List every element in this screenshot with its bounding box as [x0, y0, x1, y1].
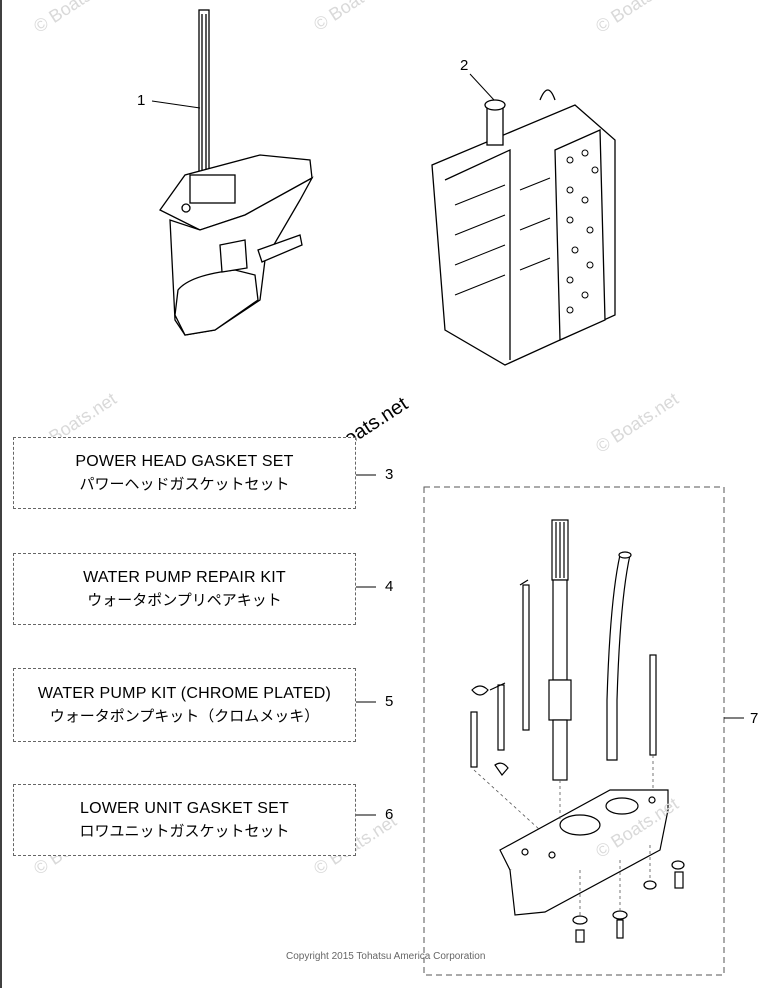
kit-box-power-head-gasket-set: POWER HEAD GASKET SET パワーヘッドガスケットセット — [13, 437, 356, 509]
lower-unit-gearcase — [159, 9, 314, 336]
callout-number-3: 3 — [385, 466, 394, 483]
callout-number-4: 4 — [385, 578, 394, 595]
kit-label-en: LOWER UNIT GASKET SET — [80, 800, 289, 817]
callout-leader-2 — [469, 73, 495, 101]
kit-label-jp: ロワユニットガスケットセット — [79, 822, 290, 840]
copyright-notice: Copyright 2015 Tohatsu America Corporati… — [286, 951, 486, 962]
callout-number-5: 5 — [385, 693, 394, 710]
callout-number-1: 1 — [137, 92, 146, 109]
power-head-bolts — [566, 149, 599, 314]
callout-number-2: 2 — [460, 57, 469, 74]
kit-box-lower-unit-gasket-set: LOWER UNIT GASKET SET ロワユニットガスケットセット — [13, 784, 356, 856]
kit-label-jp: ウォータポンプリペアキット — [87, 591, 282, 609]
power-head-detail — [454, 177, 551, 296]
kit-7-guide-lines — [473, 755, 654, 915]
callout-number-7: 7 — [750, 710, 759, 727]
kit-label-jp: ウォータポンプキット（クロムメッキ） — [49, 707, 320, 725]
kit-7-parts — [470, 519, 685, 943]
callout-number-6: 6 — [385, 806, 394, 823]
kit-box-water-pump-kit-chrome: WATER PUMP KIT (CHROME PLATED) ウォータポンプキッ… — [13, 668, 356, 742]
kit-box-water-pump-repair-kit: WATER PUMP REPAIR KIT ウォータポンプリペアキット — [13, 553, 356, 625]
kit-label-jp: パワーヘッドガスケットセット — [79, 475, 290, 493]
power-head — [431, 89, 616, 366]
kit-7-group-box — [423, 486, 725, 976]
callout-leader-1 — [151, 100, 201, 109]
kit-label-en: WATER PUMP KIT (CHROME PLATED) — [37, 685, 332, 702]
kit-label-en: POWER HEAD GASKET SET — [75, 453, 294, 470]
kit-label-en: WATER PUMP REPAIR KIT — [83, 569, 286, 586]
